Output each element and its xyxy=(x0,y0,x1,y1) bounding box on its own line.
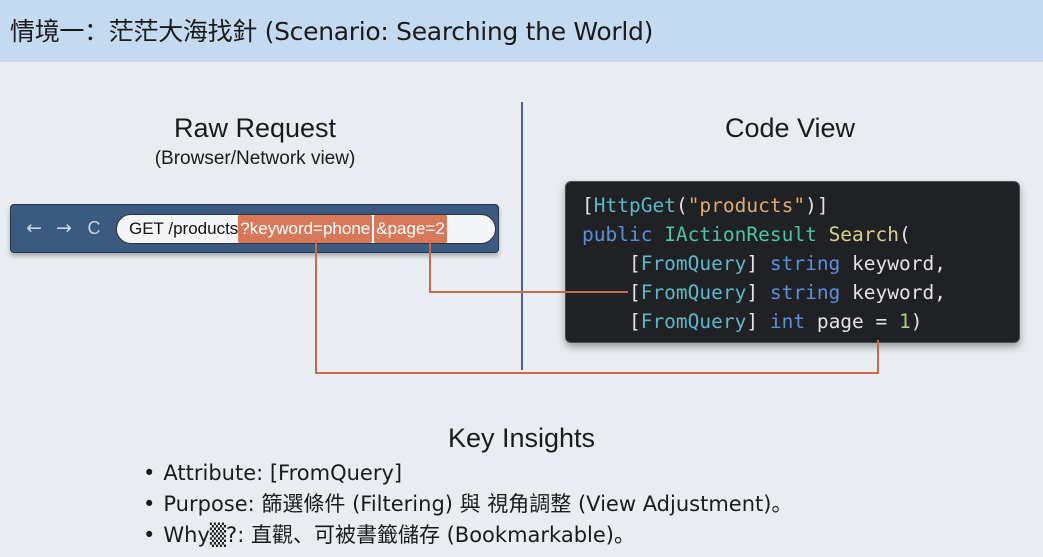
code-token: FromQuery xyxy=(640,310,747,333)
key-insights-title: Key Insights xyxy=(447,423,596,453)
code-token: [ xyxy=(582,194,594,217)
title-bar: 情境一：茫茫大海找針 (Scenario: Searching the Worl… xyxy=(0,0,1043,62)
code-token: int xyxy=(769,310,817,333)
code-token: ] xyxy=(746,310,770,333)
code-token: FromQuery xyxy=(640,281,747,304)
slide-title: 情境一：茫茫大海找針 (Scenario: Searching the Worl… xyxy=(10,17,654,46)
url-query-page: &page=2 xyxy=(374,215,447,243)
code-token: [ xyxy=(582,281,641,304)
code-token: 1 xyxy=(899,310,911,333)
code-line: [FromQuery] int page = 1) xyxy=(582,307,1019,336)
code-token: string xyxy=(769,281,853,304)
code-token: ) xyxy=(910,310,923,333)
code-token: ( xyxy=(675,194,688,217)
code-token: keyword, xyxy=(852,252,946,275)
insight-why: Why▒?: 直觀、可被書籤儲存 (Bookmarkable)。 xyxy=(143,520,792,551)
code-view-heading: Code View xyxy=(724,113,856,143)
url-path: GET /products xyxy=(129,219,239,238)
forward-arrow-icon[interactable]: → xyxy=(56,217,72,239)
code-token: keyword, xyxy=(852,281,946,304)
raw-request-heading: Raw Request xyxy=(173,113,337,143)
code-line: [FromQuery] string keyword, xyxy=(582,249,1019,278)
url-field[interactable]: GET /products?keyword=phone&page=2 xyxy=(116,214,496,244)
raw-request-subheading: (Browser/Network view) xyxy=(154,148,356,169)
insight-purpose: Purpose: 篩選條件 (Filtering) 與 視角調整 (View A… xyxy=(143,489,792,520)
code-panel: [HttpGet("products")]public IActionResul… xyxy=(565,181,1020,343)
url-query-keyword: ?keyword=phone xyxy=(238,215,373,243)
code-line: [HttpGet("products")] xyxy=(582,191,1019,220)
center-divider xyxy=(521,102,523,370)
connector-page xyxy=(315,240,879,374)
key-insights-list: Attribute: [FromQuery] Purpose: 篩選條件 (Fi… xyxy=(143,458,792,551)
browser-bar: ← → C GET /products?keyword=phone&page=2 xyxy=(10,204,499,253)
code-token: )] xyxy=(805,194,829,217)
code-token: IActionResult xyxy=(664,223,829,246)
code-token: Search xyxy=(828,223,900,246)
insight-attribute: Attribute: [FromQuery] xyxy=(143,458,792,489)
code-token: ( xyxy=(899,223,911,246)
code-token: public xyxy=(582,223,665,246)
code-token: page = xyxy=(816,310,900,333)
reload-icon[interactable]: C xyxy=(87,218,101,238)
code-token: HttpGet xyxy=(593,194,676,217)
back-arrow-icon[interactable]: ← xyxy=(26,217,42,239)
code-line: public IActionResult Search( xyxy=(582,220,1019,249)
code-token: string xyxy=(769,252,853,275)
code-token: [ xyxy=(582,310,641,333)
code-token: ] xyxy=(746,252,770,275)
code-token: FromQuery xyxy=(640,252,747,275)
code-line: [FromQuery] string keyword, xyxy=(582,278,1019,307)
code-token: "products" xyxy=(687,194,806,217)
code-token: ] xyxy=(746,281,770,304)
connector-keyword xyxy=(429,240,628,293)
code-token: [ xyxy=(582,252,641,275)
